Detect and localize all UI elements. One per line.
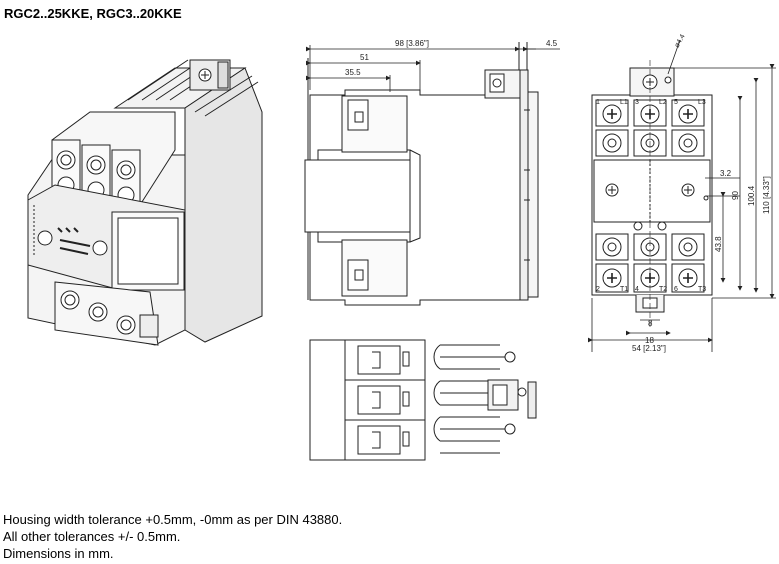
isometric-view [27,59,263,346]
terminal-label-l2: L2 [659,99,667,106]
dim-18-label: 18 [645,336,654,345]
dim-35-5: 35.5 [345,68,361,77]
bottom-terminal-block [54,281,159,346]
dim-110: 110 [4.33"] [762,176,771,214]
note-units: Dimensions in mm. [3,546,114,561]
terminal-label-t2: T2 [659,286,667,293]
terminal-label-5: 5 [674,99,678,106]
terminal-label-1: 1 [596,99,600,106]
terminal-label-6: 6 [674,286,678,293]
terminal-label-t3: T3 [698,286,706,293]
dim-43-8: 43.8 [714,236,723,252]
terminal-label-l1: L1 [620,99,628,106]
dim-hole-diameter: ø4.4 [674,33,687,49]
tolerance-notes: Housing width tolerance +0.5mm, -0mm as … [3,511,342,562]
note-tolerances: All other tolerances +/- 0.5mm. [3,529,181,544]
bottom-terminal-holes [595,233,705,261]
drawing-title: RGC2..25KKE, RGC3..20KKE [4,6,182,21]
terminal-label-4: 4 [635,286,639,293]
side-view-dimensions [306,45,560,92]
bottom-view [309,339,537,461]
terminal-label-l3: L3 [698,99,706,106]
din-clip-top [189,59,231,91]
top-terminal-screws [595,99,705,127]
dim-4-5: 4.5 [546,39,558,48]
dim-3-2: 3.2 [720,169,732,178]
side-view [304,42,539,306]
note-housing-width: Housing width tolerance +0.5mm, -0mm as … [3,512,343,527]
dim-51: 51 [360,53,369,62]
control-face [27,184,186,291]
dim-54: 54 [2.13"] [632,344,666,353]
dim-8: 8 [648,319,653,328]
front-view [591,60,713,330]
front-view-dimensions [588,39,776,352]
dim-90: 90 [731,191,740,200]
terminal-label-2: 2 [596,286,600,293]
terminal-label-t1: T1 [620,286,628,293]
dim-100-4: 100.4 [747,185,756,206]
dim-total-length: 98 [3.86"] [395,39,429,48]
terminal-label-3: 3 [635,99,639,106]
